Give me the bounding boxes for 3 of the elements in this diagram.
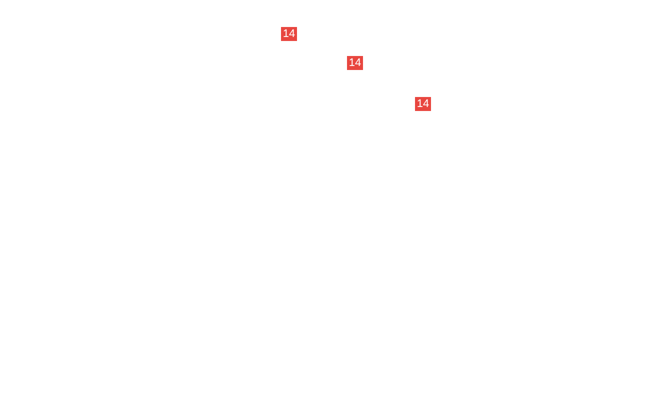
- callout-number: 14: [347, 56, 363, 70]
- callout-number: 14: [281, 27, 297, 41]
- callout-number: 14: [415, 97, 431, 111]
